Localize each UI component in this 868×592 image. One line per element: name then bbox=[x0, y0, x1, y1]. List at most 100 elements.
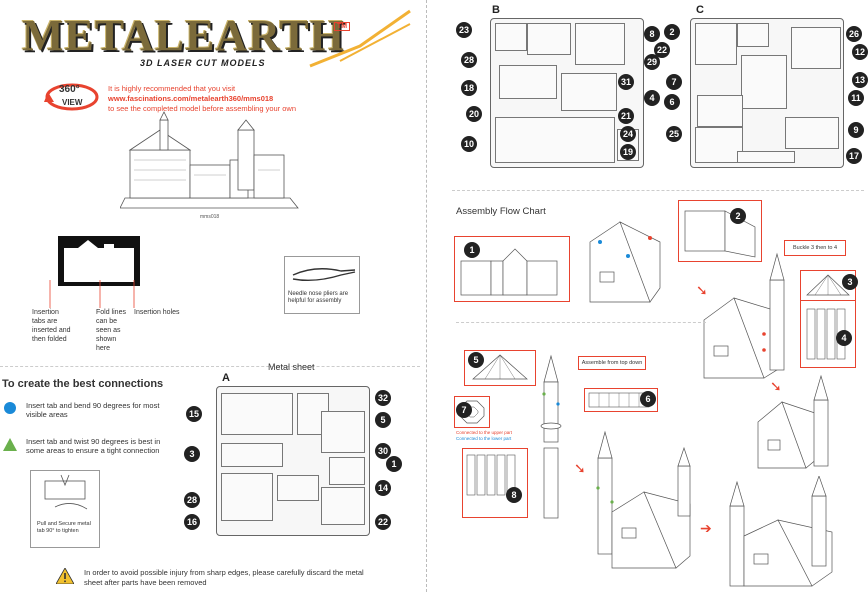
step-4-assembled-illustration bbox=[703, 252, 785, 379]
twist-diagram-box: Pull and Secure metal tab 90° to tighten bbox=[30, 470, 100, 548]
section-divider-flow bbox=[456, 322, 706, 324]
section-divider-left bbox=[0, 366, 420, 368]
pliers-box: Needle nose pliers are helpful for assem… bbox=[284, 256, 360, 314]
sheet-c-part bbox=[695, 23, 737, 65]
view-360-icon bbox=[44, 83, 99, 111]
sheet-b-badge: 24 bbox=[620, 126, 636, 142]
sheet-b-part bbox=[495, 117, 615, 163]
sheet-c-badge: 2 bbox=[664, 24, 680, 40]
sheet-b-part bbox=[561, 73, 617, 111]
sheet-c-badge: 11 bbox=[848, 90, 864, 106]
sheet-c-part bbox=[695, 127, 743, 163]
blue-dot-icon bbox=[4, 402, 16, 414]
warning-icon bbox=[56, 568, 74, 584]
sheet-b-badge: 20 bbox=[466, 106, 482, 122]
sheet-c-part bbox=[785, 117, 839, 149]
buckle-note: Buckle 3 then to 4 bbox=[784, 240, 846, 256]
sheet-b-part bbox=[527, 23, 571, 55]
sheet-b-part bbox=[495, 23, 527, 51]
step-3-cone-icon bbox=[806, 274, 850, 296]
tower-assembly-illustration bbox=[540, 354, 562, 519]
page-divider bbox=[426, 0, 428, 592]
trademark-badge: TM bbox=[334, 22, 351, 31]
step-8-tower-panels-icon bbox=[466, 454, 516, 496]
sheet-a-part bbox=[221, 393, 293, 435]
sheet-b-badge: 10 bbox=[461, 136, 477, 152]
sheet-c-badge: 12 bbox=[852, 44, 868, 60]
flow-heading: Assembly Flow Chart bbox=[456, 206, 546, 217]
flow-step-8-frame bbox=[462, 448, 528, 518]
sheet-c-badge: 25 bbox=[666, 126, 682, 142]
sheet-b-badge: 8 bbox=[644, 26, 660, 42]
green-tip: Insert tab and twist 90 degrees is best … bbox=[26, 437, 161, 455]
sheet-a-badge: 16 bbox=[184, 514, 200, 530]
sheet-c-badge: 9 bbox=[848, 122, 864, 138]
sheet-a-badge: 14 bbox=[375, 480, 391, 496]
sheet-c-badge: 17 bbox=[846, 148, 862, 164]
view-360-bottom: VIEW bbox=[62, 98, 83, 107]
sheet-c-part bbox=[737, 23, 769, 47]
sheet-a-badge: 30 bbox=[375, 443, 391, 459]
sheet-b-badge: 23 bbox=[456, 22, 472, 38]
sheet-a-part bbox=[277, 475, 319, 501]
flow-badge: 4 bbox=[836, 330, 852, 346]
legend-lower: Connected to the lower part bbox=[456, 436, 512, 441]
model-code: mms018 bbox=[200, 214, 220, 220]
flow-arrow-icon: ➘ bbox=[574, 460, 586, 476]
sheet-a-part bbox=[221, 473, 273, 521]
sheet-b-badge: 18 bbox=[461, 80, 477, 96]
flow-badge: 1 bbox=[464, 242, 480, 258]
sheet-c-badge: 26 bbox=[846, 26, 862, 42]
flow-badge: 8 bbox=[506, 487, 522, 503]
metal-sheet-b bbox=[490, 18, 644, 168]
intro-url[interactable]: www.fascinations.com/metalearth360/mms01… bbox=[108, 94, 274, 103]
connections-heading: To create the best connections bbox=[2, 378, 164, 390]
label-fold-lines: Fold lines can be seen as shown here bbox=[96, 309, 126, 352]
warning-text: In order to avoid possible injury from s… bbox=[84, 568, 364, 587]
sheet-a-badge: 32 bbox=[375, 390, 391, 406]
sheet-b-badge: 4 bbox=[644, 90, 660, 106]
sheet-a-part bbox=[221, 443, 283, 467]
sheet-b-badge: 21 bbox=[618, 108, 634, 124]
sheet-c-letter: C bbox=[696, 4, 704, 16]
twist-note: Pull and Secure metal tab 90° to tighten bbox=[37, 521, 91, 534]
pliers-icon bbox=[292, 268, 356, 282]
step-5-assembled-illustration bbox=[757, 374, 829, 469]
sheet-b-badge: 7 bbox=[666, 74, 682, 90]
flow-arrow-icon: ➘ bbox=[696, 282, 708, 298]
sheet-a-part bbox=[321, 411, 365, 453]
sheet-b-badge: 31 bbox=[618, 74, 634, 90]
sheet-a-badge: 28 bbox=[184, 492, 200, 508]
logo-subtitle: 3D LASER CUT MODELS bbox=[140, 58, 266, 68]
flow-badge: 5 bbox=[468, 352, 484, 368]
sheet-a-part bbox=[329, 457, 365, 485]
metal-sheet-heading: Metal sheet bbox=[268, 362, 315, 372]
sheet-b-part bbox=[575, 23, 625, 65]
tab-diagram-leaders bbox=[49, 280, 135, 308]
sheet-b-badge: 19 bbox=[620, 144, 636, 160]
flow-badge: 6 bbox=[640, 391, 656, 407]
green-triangle-icon bbox=[3, 438, 17, 451]
assemble-note: Assemble from top down bbox=[578, 356, 646, 370]
sheet-b-part bbox=[499, 65, 557, 99]
completed-section-illustration bbox=[729, 476, 833, 587]
sheet-b-letter: B bbox=[492, 4, 500, 16]
sheet-a-badge: 5 bbox=[375, 412, 391, 428]
tab-diagram-frame bbox=[58, 236, 140, 286]
section-divider-right bbox=[452, 190, 864, 192]
tab-diagram-illustration bbox=[64, 240, 134, 282]
logo-title: METALEARTH bbox=[22, 11, 346, 60]
metal-sheet-a bbox=[216, 386, 370, 536]
metal-sheet-c bbox=[690, 18, 844, 168]
flow-badge: 2 bbox=[730, 208, 746, 224]
label-insertion-tabs: Insertion tabs are inserted and then fol… bbox=[32, 309, 71, 343]
sheet-c-part bbox=[791, 27, 841, 69]
step-1-wall-illustration bbox=[460, 248, 558, 296]
flow-badge: 3 bbox=[842, 274, 858, 290]
sheet-b-badge: 29 bbox=[644, 54, 660, 70]
sheet-a-part bbox=[321, 487, 365, 525]
label-insertion-holes: Insertion holes bbox=[134, 309, 180, 316]
step-5-cone-icon bbox=[472, 354, 528, 380]
sheet-a-badge: 15 bbox=[186, 406, 202, 422]
legend-upper: Connected to the upper part bbox=[456, 430, 513, 435]
